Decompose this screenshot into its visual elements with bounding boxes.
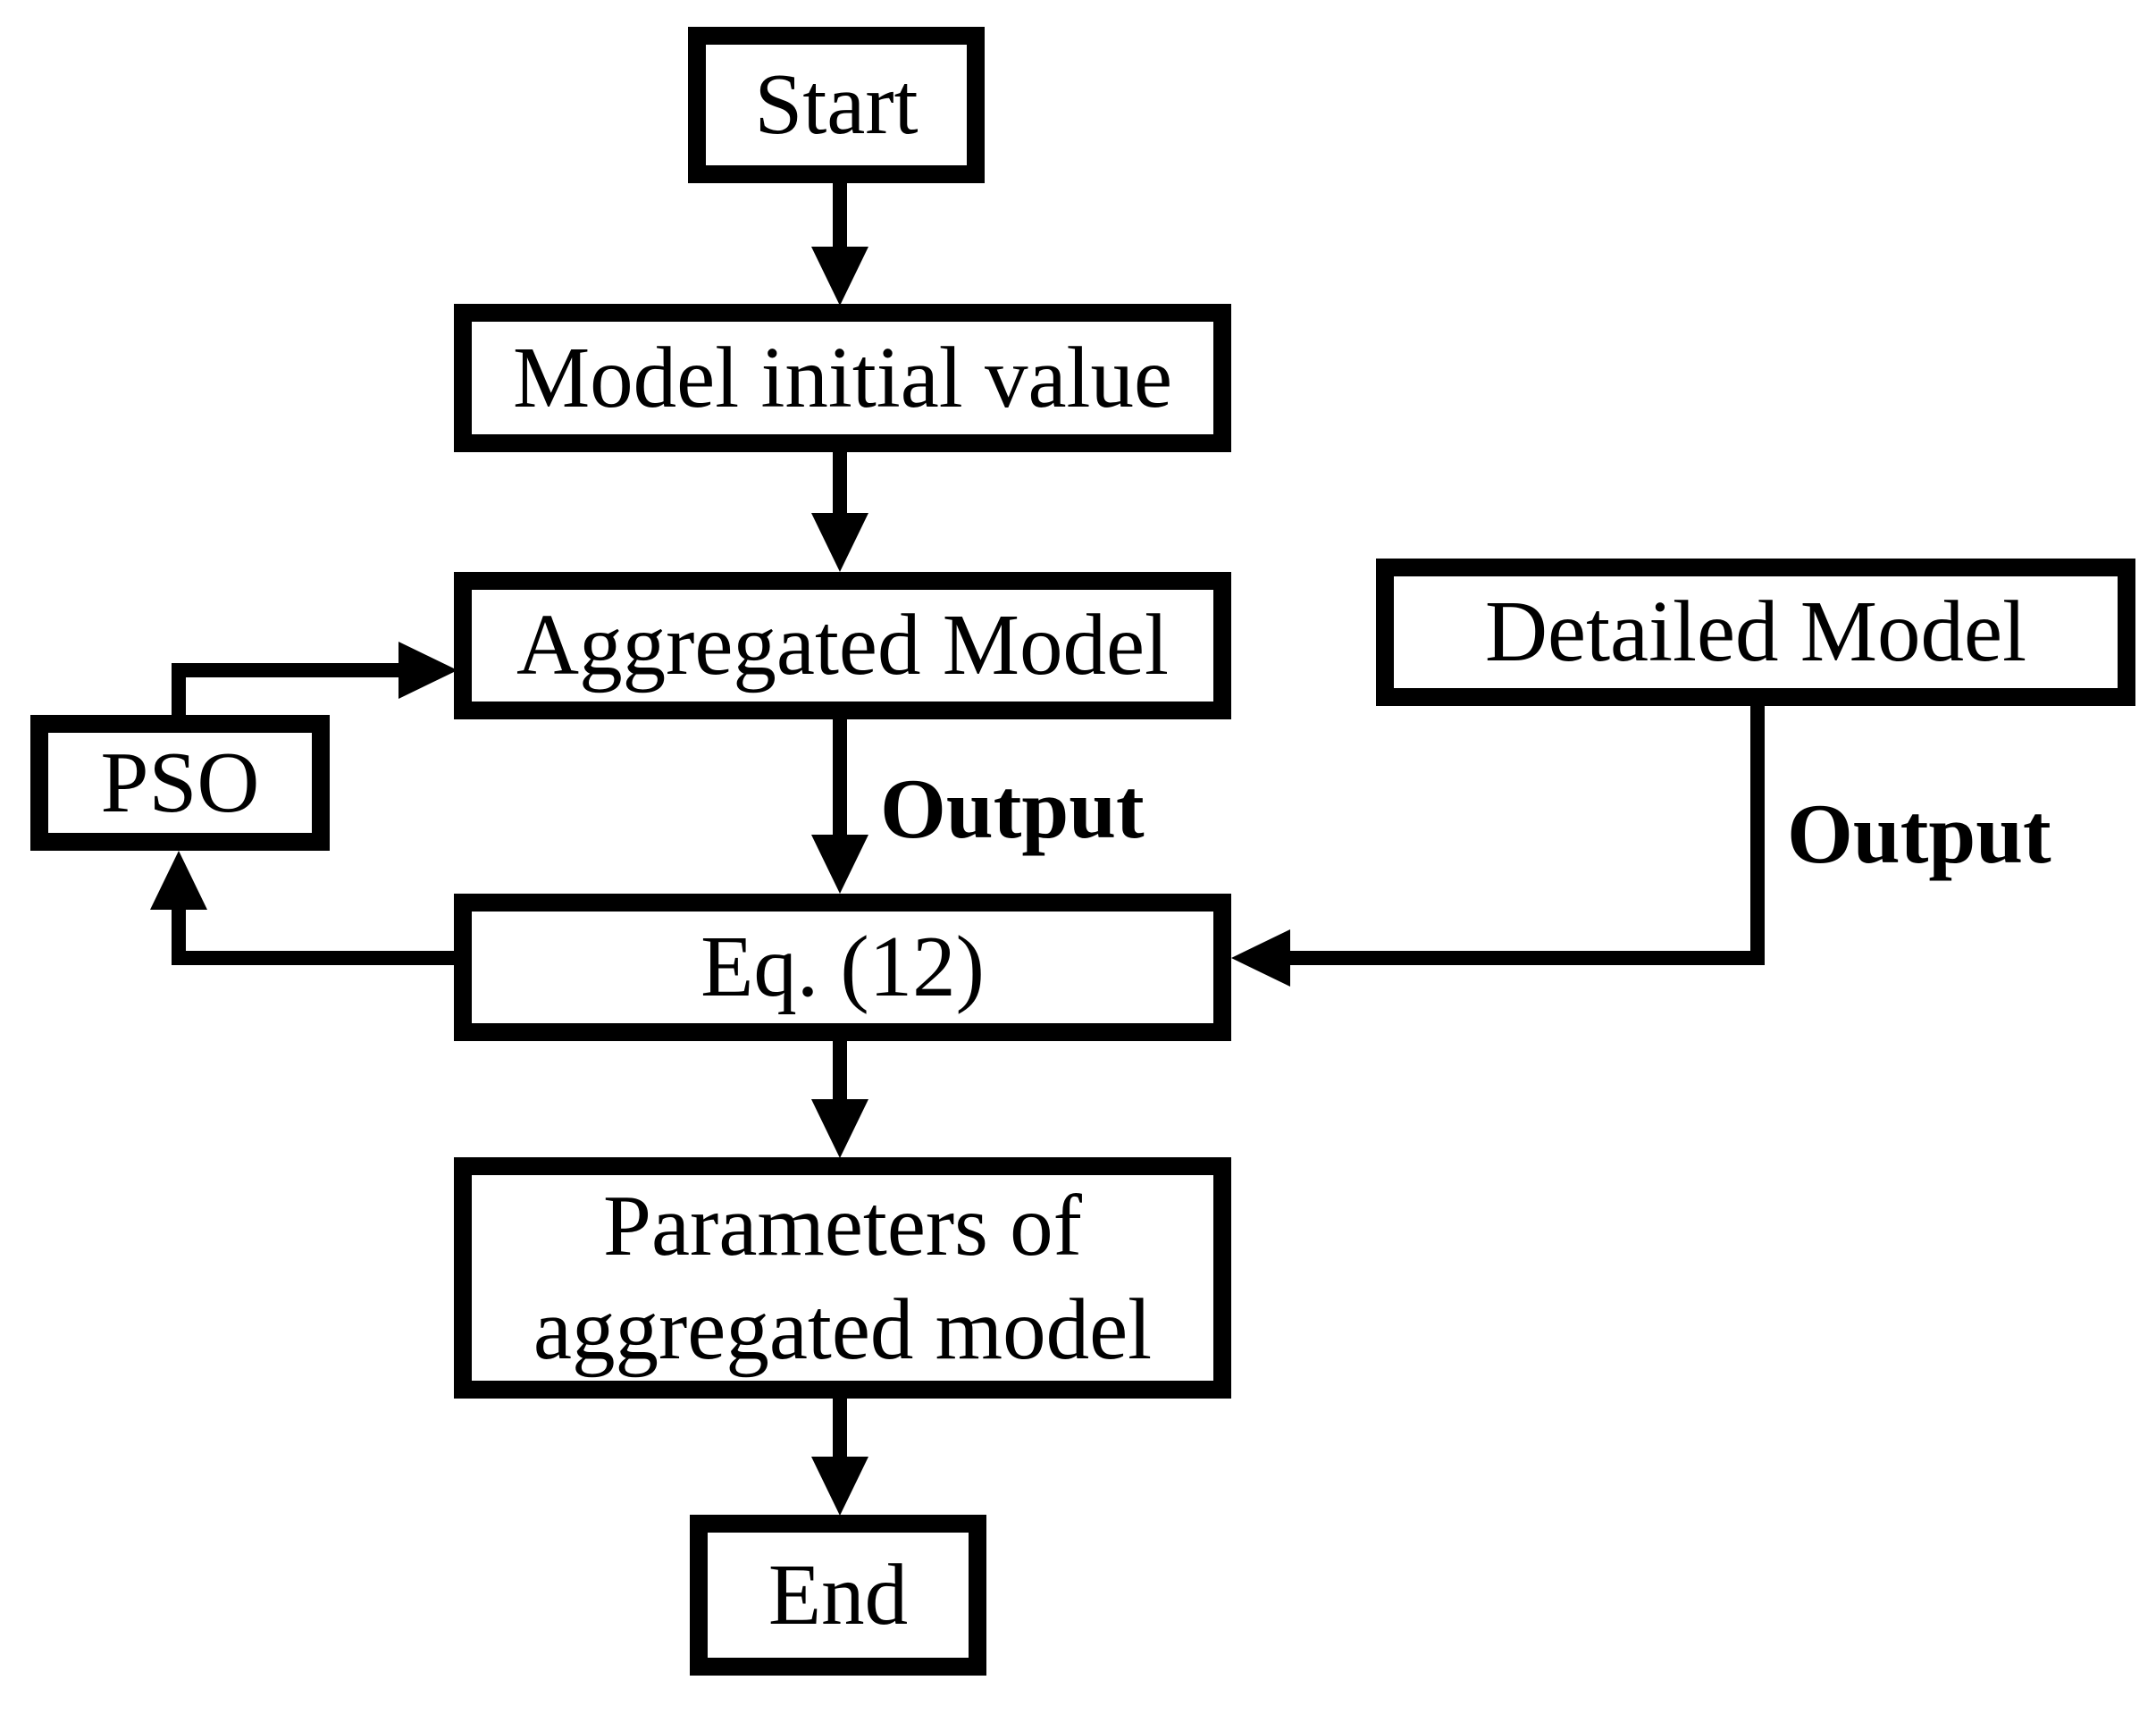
edge-pso-to-aggregated-hline (172, 663, 398, 677)
arrowhead-start-to-model (811, 247, 868, 306)
arrowhead-eq-to-parameters (811, 1099, 868, 1158)
edge-eq-to-pso-vline (172, 908, 186, 965)
node-model-initial-value-label: Model initial value (512, 329, 1173, 425)
node-start: Start (688, 27, 985, 183)
node-detailed-model: Detailed Model (1376, 559, 2135, 706)
edge-detailed-to-eq-hline (1287, 951, 1765, 965)
edge-eq-to-pso-hline (172, 951, 454, 965)
node-aggregated-model-label: Aggregated Model (516, 597, 1169, 693)
node-pso: PSO (30, 715, 330, 851)
node-eq-12: Eq. (12) (454, 894, 1231, 1041)
node-model-initial-value: Model initial value (454, 304, 1231, 452)
node-aggregated-model: Aggregated Model (454, 572, 1231, 719)
arrowhead-pso-to-aggregated (398, 642, 457, 699)
arrowhead-aggregated-to-eq (811, 835, 868, 894)
arrowhead-parameters-to-end (811, 1457, 868, 1516)
node-eq-12-label: Eq. (12) (700, 919, 985, 1015)
arrowhead-detailed-to-eq (1231, 929, 1290, 987)
edge-aggregated-to-eq-line (833, 719, 847, 837)
node-start-label: Start (754, 56, 919, 153)
node-end-label: End (768, 1546, 909, 1643)
node-pso-label: PSO (100, 734, 260, 830)
node-detailed-model-label: Detailed Model (1484, 584, 2027, 680)
edge-label-detailed-output: Output (1787, 786, 2051, 881)
edge-start-to-model-line (833, 183, 847, 255)
edge-model-to-aggregated-line (833, 451, 847, 516)
edge-label-aggregated-output: Output (880, 761, 1145, 856)
edge-parameters-to-end-line (833, 1399, 847, 1459)
node-end: End (690, 1515, 986, 1676)
edge-eq-to-parameters-line (833, 1041, 847, 1102)
edge-detailed-to-eq-vline (1750, 706, 1765, 965)
arrowhead-eq-to-pso (150, 851, 207, 910)
node-parameters-label: Parameters of aggregated model (533, 1177, 1153, 1377)
node-parameters: Parameters of aggregated model (454, 1157, 1231, 1399)
arrowhead-model-to-aggregated (811, 513, 868, 572)
